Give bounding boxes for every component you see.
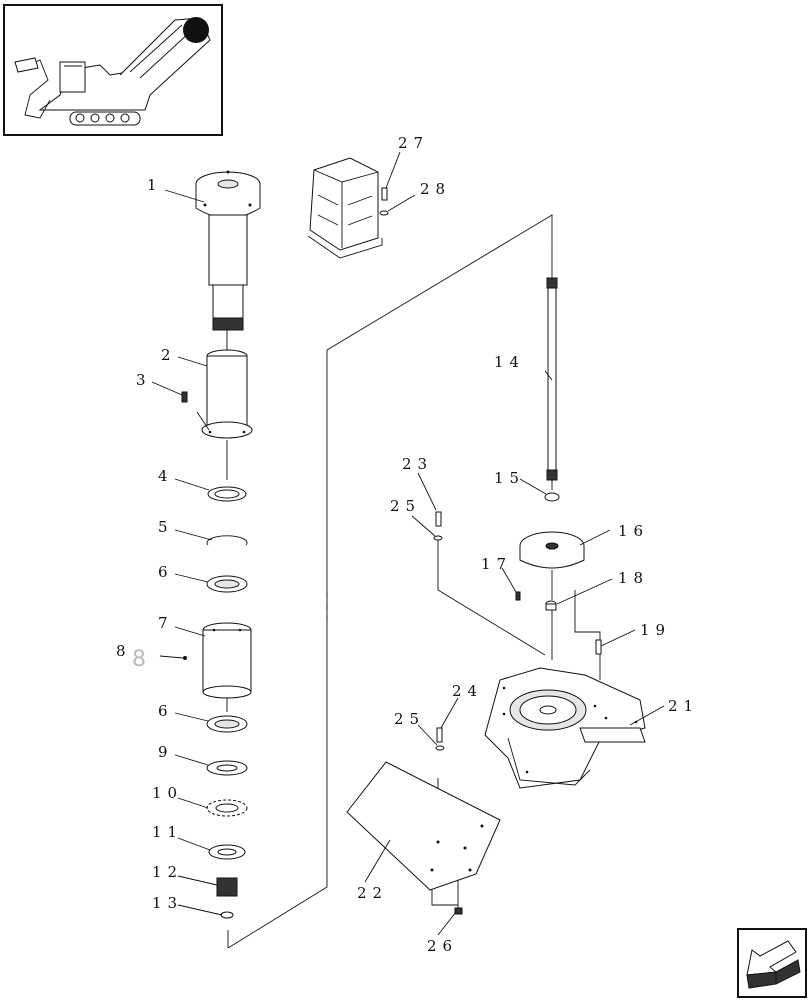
callout-16: 16	[618, 522, 649, 540]
part-27-bolt[interactable]	[381, 187, 388, 201]
part-7-housing[interactable]	[202, 622, 252, 699]
callout-leaders	[151, 151, 665, 936]
part-17-fitting[interactable]	[515, 591, 521, 601]
part-18-bushing[interactable]	[545, 600, 557, 611]
callout-13: 13	[152, 894, 183, 912]
part-22-plate[interactable]	[346, 761, 501, 891]
callout-11: 11	[152, 823, 183, 841]
part-26-nut[interactable]	[454, 907, 463, 915]
part-10-lock-washer[interactable]	[206, 799, 248, 817]
part-6-bearing-lower[interactable]	[206, 715, 248, 733]
part-9-washer[interactable]	[206, 760, 248, 776]
callout-15: 15	[494, 469, 525, 487]
part-11-nut[interactable]	[208, 844, 246, 860]
part-24-bolt[interactable]	[436, 727, 443, 743]
callout-4: 4	[158, 467, 174, 485]
callout-26: 26	[427, 937, 458, 955]
motor-assembly[interactable]	[307, 157, 383, 259]
callout-25-lower: 25	[394, 710, 425, 728]
part-6-bearing-upper[interactable]	[206, 575, 248, 593]
callout-12: 12	[152, 863, 183, 881]
part-19-bolt[interactable]	[595, 639, 602, 655]
part-3-bolt[interactable]	[181, 391, 188, 403]
callout-2: 2	[161, 346, 177, 364]
part-21-turntable-base[interactable]	[484, 667, 646, 789]
callout-10: 10	[152, 784, 183, 802]
callout-17: 17	[481, 555, 512, 573]
callout-18: 18	[618, 569, 649, 587]
part-23-bolt[interactable]	[435, 511, 442, 527]
part-25-washer-upper[interactable]	[433, 535, 443, 541]
part-25-washer-lower[interactable]	[435, 745, 445, 751]
callout-8: 8	[116, 642, 132, 660]
harvester-locator-icon[interactable]	[3, 4, 223, 136]
callout-14: 14	[494, 353, 525, 371]
part-5-snap-ring[interactable]	[206, 535, 248, 546]
callout-23: 23	[402, 455, 433, 473]
part-8-fitting[interactable]	[183, 656, 187, 660]
callout-labels: 1 2 3 4 5 6 7 8 8 6 9 10 11 12 13 14 15 …	[116, 134, 699, 955]
callout-5: 5	[158, 518, 174, 536]
part-16-hub[interactable]	[519, 531, 585, 569]
part-12-gear[interactable]	[216, 877, 238, 897]
callout-24: 24	[452, 682, 483, 700]
callout-28: 28	[420, 180, 451, 198]
callout-25-upper: 25	[390, 497, 421, 515]
callout-22: 22	[357, 884, 388, 902]
part-4-ring[interactable]	[207, 486, 247, 502]
part-2-sleeve[interactable]	[201, 349, 253, 439]
callout-19: 19	[640, 621, 671, 639]
callout-3: 3	[136, 371, 152, 389]
part-13-seal[interactable]	[220, 911, 234, 919]
callout-6-lower: 6	[158, 702, 174, 720]
callout-8-ghost: 8	[132, 647, 146, 672]
part-1-flange-tube[interactable]	[195, 170, 261, 331]
callout-9: 9	[158, 743, 174, 761]
callout-6-upper: 6	[158, 563, 174, 581]
part-15-ring[interactable]	[544, 492, 560, 502]
callout-27: 27	[398, 134, 429, 152]
part-28-washer[interactable]	[379, 210, 389, 216]
callout-7: 7	[158, 614, 174, 632]
callout-1: 1	[147, 176, 163, 194]
callout-21: 21	[668, 697, 699, 715]
next-page-arrow-icon[interactable]	[737, 928, 807, 998]
part-14-shaft[interactable]	[546, 277, 558, 481]
